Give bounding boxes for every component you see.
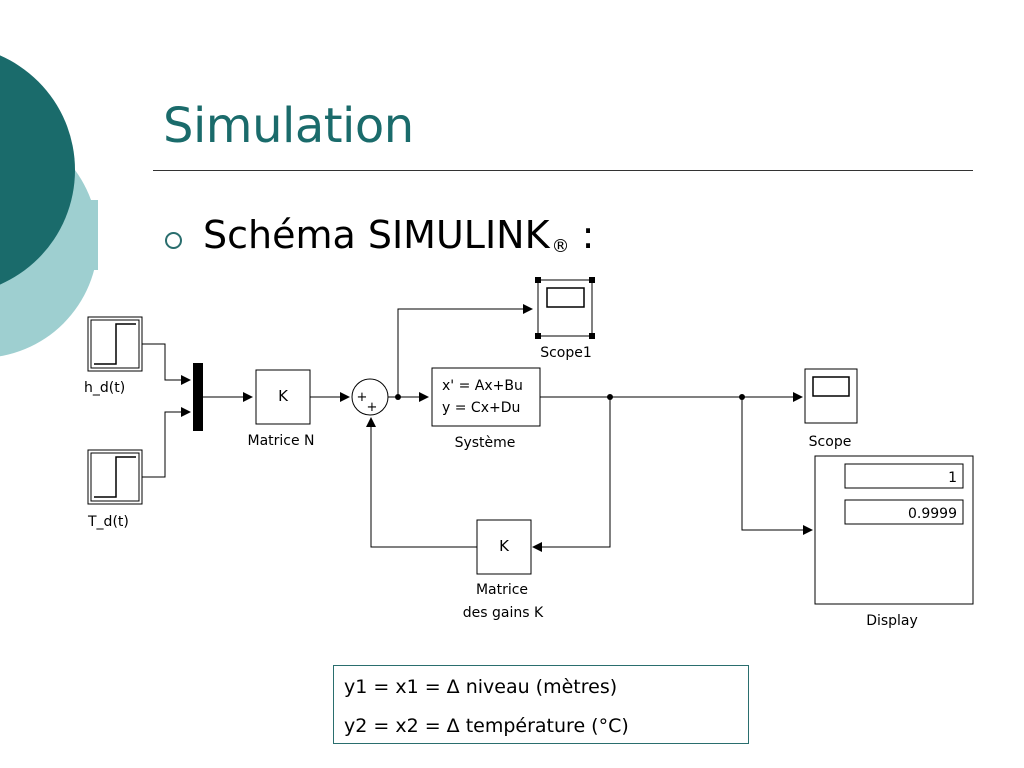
gain-symbol-n: K	[278, 387, 289, 405]
step-label-h: h_d(t)	[84, 380, 125, 396]
wire-gain-to-sum-feedback	[366, 417, 477, 548]
display-label: Display	[866, 613, 918, 629]
sum-sign-1: +	[357, 390, 368, 405]
wire-feedback-to-gain	[532, 397, 611, 552]
scope-label: Scope	[809, 434, 852, 450]
mux-block[interactable]	[193, 363, 203, 431]
gain-label-n: Matrice N	[247, 433, 314, 449]
wire-h-to-mux	[142, 343, 191, 385]
system-label: Système	[455, 435, 516, 451]
bullet-suffix: :	[569, 213, 595, 257]
display-value-2: 0.9999	[908, 506, 957, 522]
step-block-h[interactable]	[87, 316, 143, 372]
system-block[interactable]	[431, 367, 541, 427]
wire-to-display	[741, 397, 813, 535]
gain-label-k-line1: Matrice	[476, 582, 528, 598]
step-block-t[interactable]	[87, 449, 143, 505]
legend-line-2: y2 = x2 = Δ température (°C)	[344, 715, 629, 737]
dark-teal-circle	[0, 55, 75, 285]
wire-t-to-mux	[142, 407, 191, 478]
bullet-circle-icon	[165, 232, 182, 249]
decorative-circles	[0, 55, 98, 357]
display-field-1	[844, 463, 964, 489]
system-eq-1: x' = Ax+Bu	[442, 378, 523, 394]
bullet-heading: Schéma SIMULINK® :	[203, 213, 594, 257]
scope-block[interactable]	[804, 368, 858, 424]
display-value-1: 1	[948, 470, 957, 486]
gain-symbol-k: K	[499, 537, 510, 555]
slide-title: Simulation	[163, 98, 414, 154]
gain-label-k-line2: des gains K	[463, 605, 544, 621]
title-divider	[153, 170, 973, 171]
system-eq-2: y = Cx+Du	[442, 400, 520, 416]
legend-line-1: y1 = x1 = Δ niveau (mètres)	[344, 676, 618, 698]
gain-block-k[interactable]	[476, 519, 532, 575]
scope1-block[interactable]	[535, 277, 595, 339]
sum-sign-2: +	[367, 400, 378, 415]
display-field-2	[844, 499, 964, 525]
wire-to-scope1	[397, 304, 533, 397]
registered-mark: ®	[551, 236, 570, 257]
legend-box: y1 = x1 = Δ niveau (mètres) y2 = x2 = Δ …	[333, 665, 749, 744]
bullet-text: Schéma SIMULINK	[203, 213, 550, 257]
step-label-t: T_d(t)	[87, 514, 129, 530]
scope1-label: Scope1	[540, 345, 592, 361]
